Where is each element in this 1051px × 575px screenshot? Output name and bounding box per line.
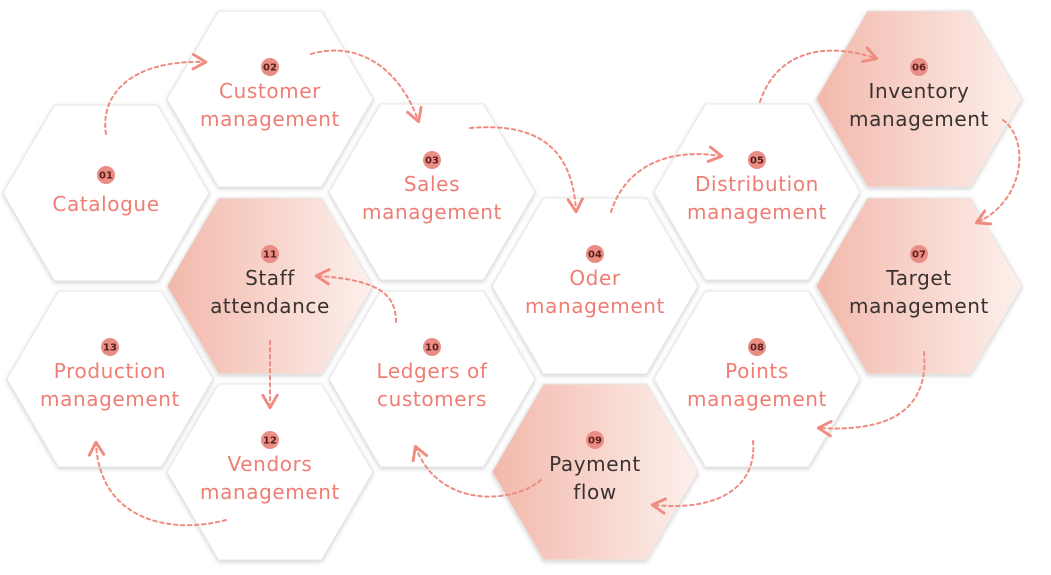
hexagon-label-line: management bbox=[362, 200, 502, 224]
hexagon-label-line: management bbox=[200, 480, 340, 504]
hexagon-shape bbox=[815, 197, 1023, 375]
flow-arrow-08-to-09 bbox=[650, 440, 755, 515]
step-number: 01 bbox=[99, 171, 113, 182]
step-number: 04 bbox=[588, 250, 602, 261]
step-number: 02 bbox=[263, 63, 277, 74]
hexagon-label-line: Vendors bbox=[228, 452, 313, 476]
step-number: 03 bbox=[425, 156, 439, 167]
hexagon-shape bbox=[6, 290, 214, 468]
hexagon-label-line: customers bbox=[377, 387, 487, 411]
hexagon-shape bbox=[653, 290, 861, 468]
flow-arrow-01-to-02 bbox=[104, 53, 208, 135]
step-number: 13 bbox=[103, 343, 117, 354]
flow-arrow-09-to-10 bbox=[411, 444, 542, 498]
hexagon-label-line: flow bbox=[573, 480, 617, 504]
hexagon-shape bbox=[328, 103, 536, 281]
hexagon-label-line: Target bbox=[885, 266, 951, 290]
step-number-badge bbox=[423, 151, 441, 169]
flow-arrow-12-to-13 bbox=[87, 440, 227, 527]
step-number: 07 bbox=[912, 250, 926, 261]
hexagon-label-line: Distribution bbox=[695, 172, 819, 196]
hexagon-label-line: Catalogue bbox=[52, 192, 159, 216]
step-number-badge bbox=[261, 245, 279, 263]
arrow-layer bbox=[87, 46, 1021, 527]
step-number-badge bbox=[97, 166, 115, 184]
hexagon-label-line: management bbox=[40, 387, 180, 411]
flow-arrow-05-to-06 bbox=[759, 46, 879, 103]
hexagon-label-line: management bbox=[200, 107, 340, 131]
hexagon-shape bbox=[166, 10, 374, 188]
step-number-badge bbox=[586, 431, 604, 449]
flow-arrow-07-to-08 bbox=[816, 351, 926, 438]
step-number: 08 bbox=[750, 343, 764, 354]
hexagon-shape bbox=[491, 197, 699, 375]
flow-arrow-06-to-07 bbox=[974, 119, 1021, 226]
flow-arrow-10-to-11 bbox=[314, 268, 397, 323]
step-number: 05 bbox=[750, 156, 764, 167]
step-number: 12 bbox=[263, 436, 277, 447]
hexagon-label-line: management bbox=[525, 294, 665, 318]
step-number-badge bbox=[261, 58, 279, 76]
hexagon-label-line: Inventory bbox=[869, 79, 970, 103]
step-number-badge bbox=[910, 58, 928, 76]
hexagon-label-line: Payment bbox=[549, 452, 641, 476]
hexagon-shape bbox=[166, 383, 374, 561]
step-number-badge bbox=[910, 245, 928, 263]
hexagon-label-line: management bbox=[849, 107, 989, 131]
hexagon-label-line: Staff bbox=[245, 266, 295, 290]
flow-arrow-03-to-04 bbox=[469, 126, 584, 214]
hexagon-label-line: Points bbox=[725, 359, 789, 383]
hexagon-label-line: Ledgers of bbox=[376, 359, 487, 383]
step-number-badge bbox=[101, 338, 119, 356]
hexagon-label-line: management bbox=[687, 200, 827, 224]
step-number-badge bbox=[423, 338, 441, 356]
step-number: 10 bbox=[425, 343, 439, 354]
flow-arrow-04-to-05 bbox=[610, 145, 724, 213]
hexagon-label-line: management bbox=[849, 294, 989, 318]
hexagon-label-line: Sales bbox=[404, 172, 460, 196]
hexagon-label-line: Production bbox=[54, 359, 166, 383]
hexagon-shape bbox=[2, 104, 210, 282]
hexagon-label-line: Customer bbox=[219, 79, 321, 103]
step-number: 06 bbox=[912, 63, 926, 74]
step-number: 09 bbox=[588, 436, 602, 447]
step-number-badge bbox=[748, 151, 766, 169]
step-number-badge bbox=[586, 245, 604, 263]
hexagon-label-line: management bbox=[687, 387, 827, 411]
step-number: 11 bbox=[263, 250, 277, 261]
hexagon-shape bbox=[653, 103, 861, 281]
hexagon-label-line: Oder bbox=[569, 266, 621, 290]
hexagon-shape bbox=[491, 383, 699, 561]
flow-arrow-02-to-03 bbox=[310, 49, 423, 124]
step-number-badge bbox=[748, 338, 766, 356]
hexagon-label-line: attendance bbox=[210, 294, 330, 318]
step-number-badge bbox=[261, 431, 279, 449]
